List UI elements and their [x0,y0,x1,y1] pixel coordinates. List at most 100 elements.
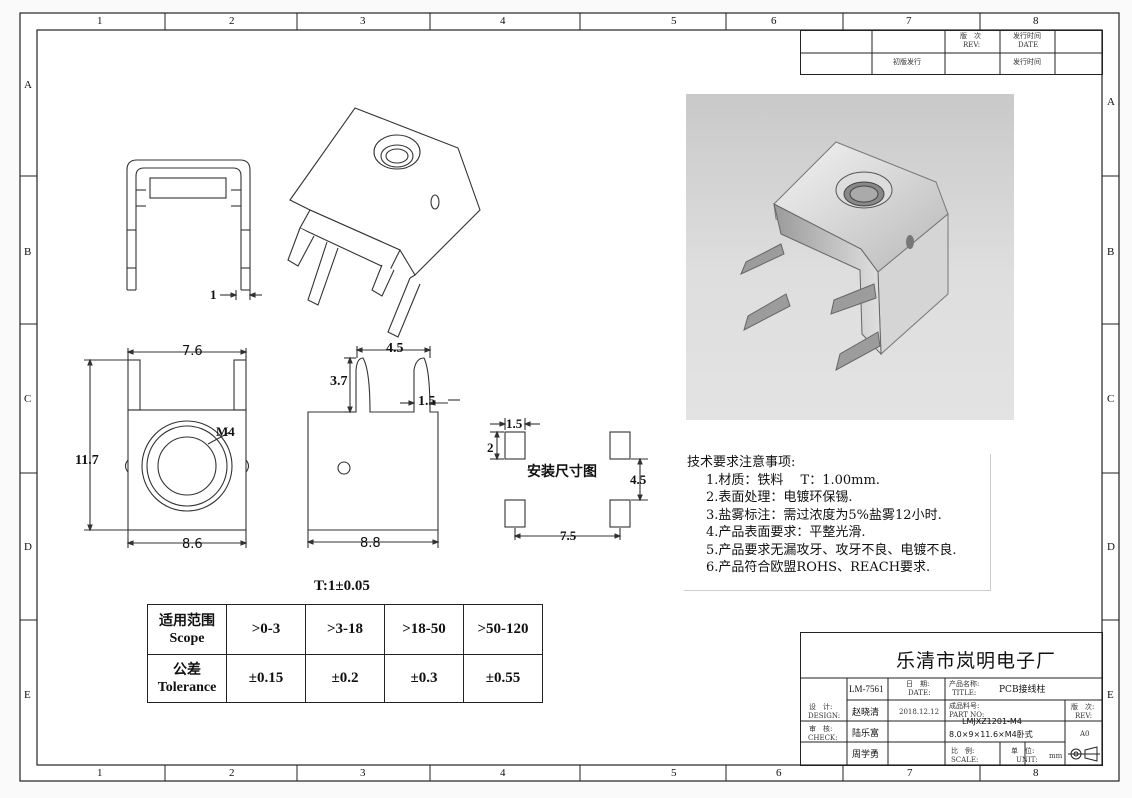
title-en: TITLE: [952,689,977,697]
unit-value: mm [1049,752,1063,760]
design-label: 设 计: [809,703,833,711]
check-label: 审 核: [809,725,833,733]
date-en: DATE: [908,689,931,697]
note-item: 1.材质：铁料 T：1.00mm. [706,472,880,488]
tolerance-cell: ±0.55 [463,654,543,703]
check-en: CHECK: [808,734,838,742]
scope-cell: >0-3 [226,604,306,655]
designer: 赵晓清 [852,708,880,718]
note-item: 6.产品符合欧盟ROHS、REACH要求. [706,560,931,575]
mount-pad-h: 2 [487,440,494,455]
row-label-e-right: E [1107,689,1114,701]
product-name-label: 产品名称: [949,680,980,688]
revision-block-grid [800,30,1103,75]
col-label-8-bottom: 8 [1033,767,1039,779]
col-label-6-bottom: 6 [776,767,782,779]
notes-title: 技术要求注意事项: [687,455,796,470]
row-label-d-right: D [1107,541,1115,553]
tol-label-en: Tolerance [157,679,217,695]
scope-cell: >3-18 [305,604,385,655]
note-item: 2.表面处理：电镀环保锡. [706,490,853,505]
scope-cell: >18-50 [384,604,464,655]
thickness-spec: T:1±0.05 [314,578,370,594]
part-no-en: PART NO: [949,711,985,719]
scope-cell: >50-120 [463,604,543,655]
issue-time-en: DATE [1018,41,1039,49]
rev-value: A0 [1080,730,1090,738]
col-label-1-bottom: 1 [97,767,103,779]
row-label-d: D [24,541,32,553]
design-en: DESIGN: [808,712,841,720]
mount-row-spacing: 4.5 [630,472,647,487]
col-label-1: 1 [97,15,103,27]
tol-label-cn: 公差 [173,662,201,678]
technical-notes: 技术要求注意事项: 1.材质：铁料 T：1.00mm. 2.表面处理：电镀环保锡… [684,454,991,591]
col-label-7-bottom: 7 [907,767,913,779]
checker: 陆乐富 [852,729,880,739]
scope-label-cn: 适用范围 [159,613,215,629]
col-label-4-bottom: 4 [500,767,506,779]
rev-label: 版 次 [960,32,981,40]
col-label-3-bottom: 3 [360,767,366,779]
date-value: 2018.12.12 [899,708,940,716]
approver: 周学勇 [852,750,880,760]
pin-height: 3.7 [330,374,348,389]
thread-label: M4 [216,424,235,439]
part-no-label: 成品料号: [949,702,980,710]
col-label-2-bottom: 2 [229,767,235,779]
col-label-5-bottom: 5 [671,767,677,779]
col-label-5: 5 [671,15,677,27]
product-name: PCB接线柱 [999,685,1046,695]
scale-label: 比 例: [951,747,975,755]
row-label-a-right: A [1107,96,1115,108]
title-block-grid [800,632,1103,766]
tolerance-cell: ±0.15 [226,654,306,703]
issue-time-label: 发行时间 [1013,32,1041,40]
company-name: 乐清市岚明电子厂 [896,650,1057,672]
part-no: LMJXZ1201-M4 [962,717,1022,726]
mount-col-spacing: 7.5 [560,528,577,543]
tolerance-cell: ±0.3 [384,654,464,703]
pin-spacing-top: 4.5 [386,341,404,356]
row-label-c: C [24,393,32,405]
projection-symbol [1068,746,1100,762]
col-label-4: 4 [500,15,506,27]
front-width-top: 7.6 [182,344,203,359]
rendered-product-image [686,94,1014,420]
front-view [84,348,250,548]
issue-time-2: 发行时间 [1013,58,1041,66]
scope-label-en: Scope [169,630,205,646]
note-item: 3.盐雾标注：需过浓度为5%盐雾12小时. [706,507,942,523]
row-label-c-right: C [1107,393,1115,405]
isometric-view [287,107,481,338]
tolerance-table: 适用范围 Scope >0-3 >3-18 >18-50 >50-120 公差 … [147,604,543,703]
unit-label: 单 位: [1011,747,1035,755]
unit-en: UNIT: [1016,756,1038,764]
first-issue: 初版发行 [893,58,921,66]
row-label-b: B [24,246,32,258]
pin-view [306,346,460,548]
mount-pad-w: 1.5 [506,416,523,431]
rev-label-tb: 版 次: [1071,703,1095,711]
scope-header: 适用范围 Scope [147,604,227,655]
pin-width: 1.5 [418,394,436,409]
side-view [126,159,262,300]
note-item: 5.产品要求无漏攻牙、攻牙不良、电镀不良. [706,542,957,558]
tolerance-header: 公差 Tolerance [147,654,227,703]
col-label-3: 3 [360,15,366,27]
scale-en: SCALE: [951,756,979,764]
col-label-7: 7 [906,15,912,27]
side-width: 8.8 [360,536,381,551]
col-label-8: 8 [1033,15,1039,27]
tolerance-cell: ±0.2 [305,654,385,703]
rendered-product-shape [740,141,949,371]
mounting-pattern [490,418,648,540]
row-label-b-right: B [1107,246,1115,258]
rev-en-tb: REV: [1075,712,1093,720]
date-label: 日 期: [906,680,930,688]
row-label-a: A [24,79,32,91]
row-label-e: E [24,689,31,701]
drawing-no: LM-7561 [849,684,884,694]
mounting-title: 安装尺寸图 [527,464,597,480]
